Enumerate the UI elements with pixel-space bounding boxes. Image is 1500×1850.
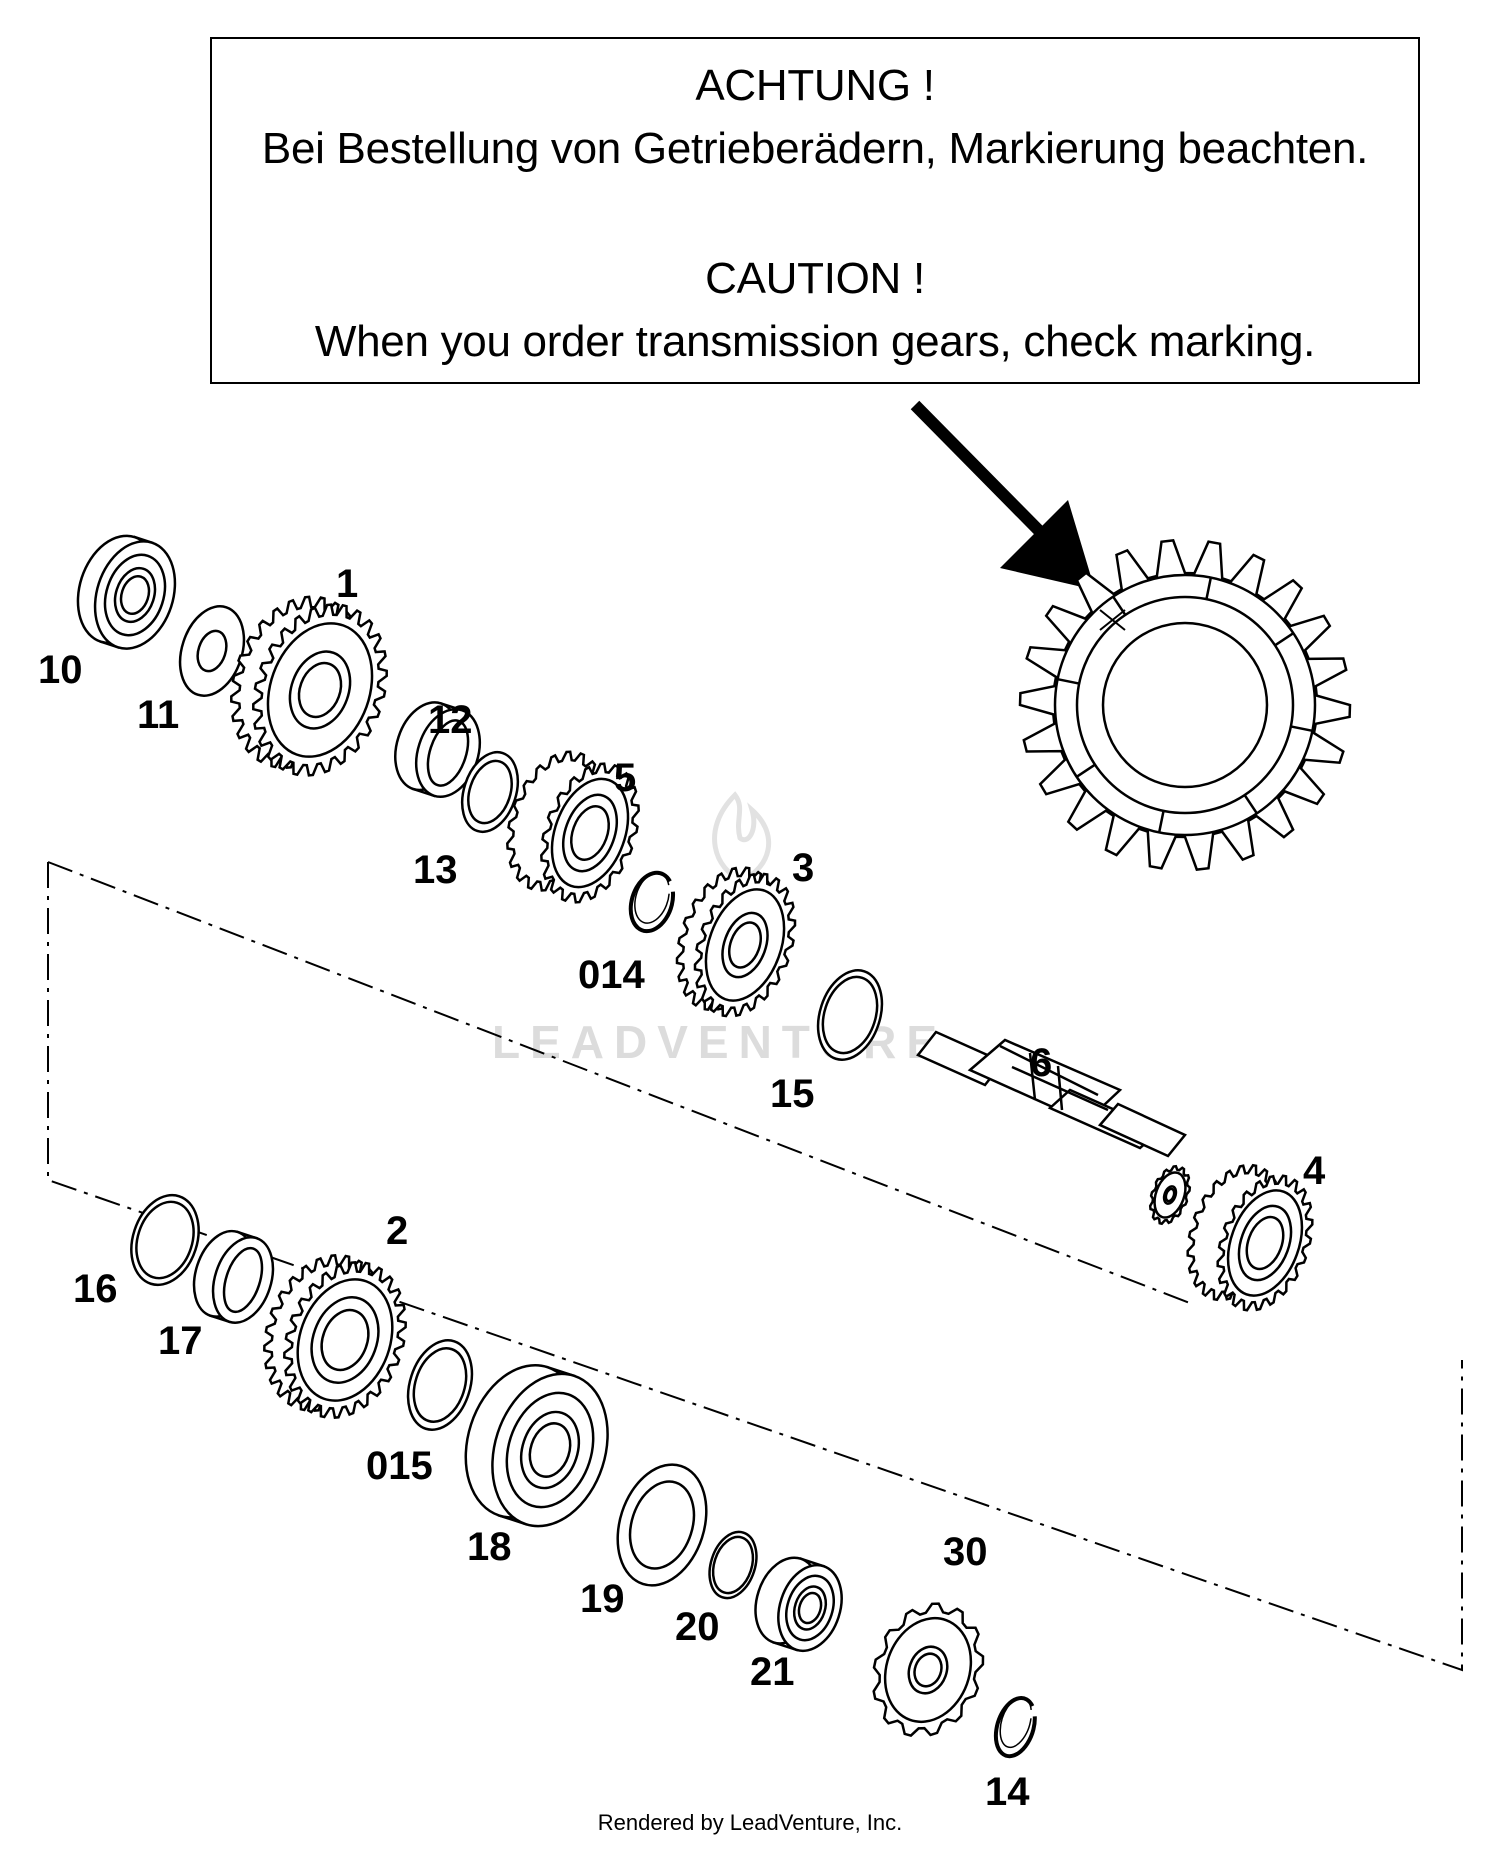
part-label-015: 015 xyxy=(366,1444,433,1488)
part-label-4: 4 xyxy=(1303,1149,1326,1193)
part-label-17: 17 xyxy=(158,1319,203,1363)
needle-bearing-17 xyxy=(192,1229,275,1324)
gear-3 xyxy=(675,866,797,1018)
part-label-014: 014 xyxy=(578,953,645,997)
footer-credit: Rendered by LeadVenture, Inc. xyxy=(597,1810,903,1835)
part-label-11: 11 xyxy=(137,693,179,737)
part-label-16: 16 xyxy=(73,1267,118,1311)
marked-gear-detail xyxy=(1018,539,1352,871)
part-label-13: 13 xyxy=(413,848,458,892)
part-number-labels: 1 2 3 4 5 6 10 11 12 13 014 15 16 17 015… xyxy=(38,562,1326,1814)
washer-15 xyxy=(816,969,884,1061)
part-label-1: 1 xyxy=(336,562,358,606)
notice-text-de: Bei Bestellung von Getrieberädern, Marki… xyxy=(261,124,1369,173)
sliding-gear-5 xyxy=(506,750,640,904)
notice-heading-de: ACHTUNG ! xyxy=(695,61,935,110)
gear-1 xyxy=(230,595,388,777)
o-ring-20 xyxy=(708,1530,758,1600)
circlip-014 xyxy=(628,870,676,934)
bearing-18 xyxy=(464,1363,609,1528)
notice-text-en: When you order transmission gears, check… xyxy=(314,317,1316,366)
part-label-15: 15 xyxy=(770,1072,815,1116)
washer-16 xyxy=(130,1193,200,1287)
part-label-19: 19 xyxy=(580,1577,625,1621)
bearing-10 xyxy=(76,534,177,650)
sprocket-30 xyxy=(872,1602,985,1737)
part-label-18: 18 xyxy=(467,1525,512,1569)
gear-2 xyxy=(263,1254,407,1419)
part-label-3: 3 xyxy=(792,846,814,890)
part-label-30: 30 xyxy=(943,1530,988,1574)
part-label-5: 5 xyxy=(614,756,636,800)
notice-heading-en: CAUTION ! xyxy=(705,254,925,303)
marking-arrow xyxy=(910,400,1095,590)
washer-13 xyxy=(460,750,520,834)
part-label-21: 21 xyxy=(750,1650,795,1694)
assembly-boundary xyxy=(47,861,1463,1672)
part-label-2: 2 xyxy=(386,1209,408,1253)
part-label-10: 10 xyxy=(38,648,83,692)
part-label-12: 12 xyxy=(428,698,473,742)
ring-19 xyxy=(616,1463,708,1587)
part-label-14: 14 xyxy=(985,1770,1030,1814)
watermark-flame-icon xyxy=(712,791,772,883)
part-label-20: 20 xyxy=(675,1605,720,1649)
circlip-14 xyxy=(993,1696,1037,1759)
part-label-6: 6 xyxy=(1030,1041,1052,1085)
bushing-21 xyxy=(754,1556,843,1653)
caution-notice-box: ACHTUNG ! Bei Bestellung von Getrieberäd… xyxy=(210,37,1420,384)
sliding-gear-4 xyxy=(1186,1163,1314,1312)
needle-bearing-12 xyxy=(394,701,481,799)
main-shaft xyxy=(916,1030,1187,1158)
shaft-pinion xyxy=(1148,1164,1192,1226)
washer-015 xyxy=(406,1339,474,1431)
